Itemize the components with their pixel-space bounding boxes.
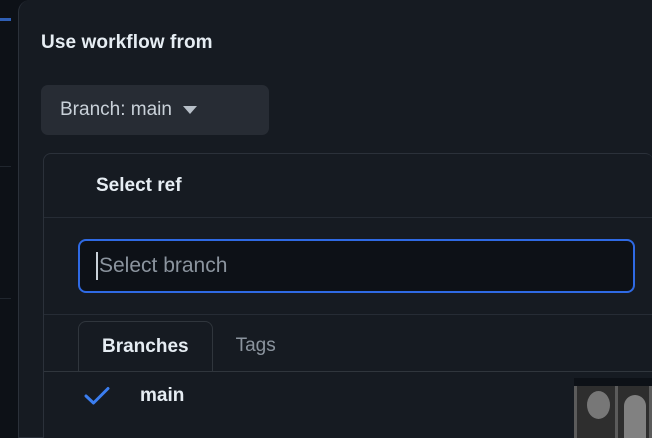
select-ref-search-row: Select branch — [44, 218, 652, 315]
select-ref-panel: Select ref Select branch Branches Tags — [43, 153, 652, 438]
ref-tabs-rail — [78, 371, 652, 372]
tab-tags[interactable]: Tags — [212, 321, 299, 372]
scrollbar-track-middle[interactable] — [615, 386, 618, 438]
scrollbar-gap — [574, 378, 652, 386]
scrollbar-thumb[interactable] — [624, 395, 646, 438]
page-backdrop — [0, 0, 18, 438]
page-title: Use workflow from — [41, 32, 213, 53]
check-icon — [84, 386, 110, 406]
tab-branches[interactable]: Branches — [78, 321, 213, 372]
list-item[interactable]: main — [44, 372, 652, 420]
backdrop-divider-bottom — [0, 298, 11, 299]
scrollbar[interactable] — [574, 378, 652, 438]
branch-search-input[interactable]: Select branch — [78, 239, 635, 293]
select-ref-header: Select ref — [44, 154, 652, 218]
scrollbar-dot[interactable] — [587, 391, 610, 419]
scrollbar-track-right[interactable] — [649, 386, 652, 438]
scrollbar-track-left[interactable] — [574, 386, 577, 438]
tab-branches-label: Branches — [102, 336, 189, 357]
branch-select-label: Branch: main — [60, 99, 172, 120]
chevron-down-icon — [182, 106, 197, 114]
select-ref-title: Select ref — [96, 174, 182, 196]
text-caret — [96, 252, 98, 280]
ref-list: main — [44, 372, 652, 420]
use-workflow-dialog: Use workflow from Branch: main Select re… — [18, 0, 652, 438]
tab-tags-label: Tags — [235, 335, 276, 356]
branch-select-button[interactable]: Branch: main — [41, 85, 269, 135]
backdrop-divider-top — [0, 166, 11, 167]
list-item-label: main — [140, 385, 185, 406]
ref-tabs: Branches Tags — [44, 315, 652, 372]
branch-search-placeholder: Select branch — [99, 254, 228, 277]
ref-tabs-rail-left — [44, 371, 78, 372]
backdrop-accent-line — [0, 18, 11, 21]
